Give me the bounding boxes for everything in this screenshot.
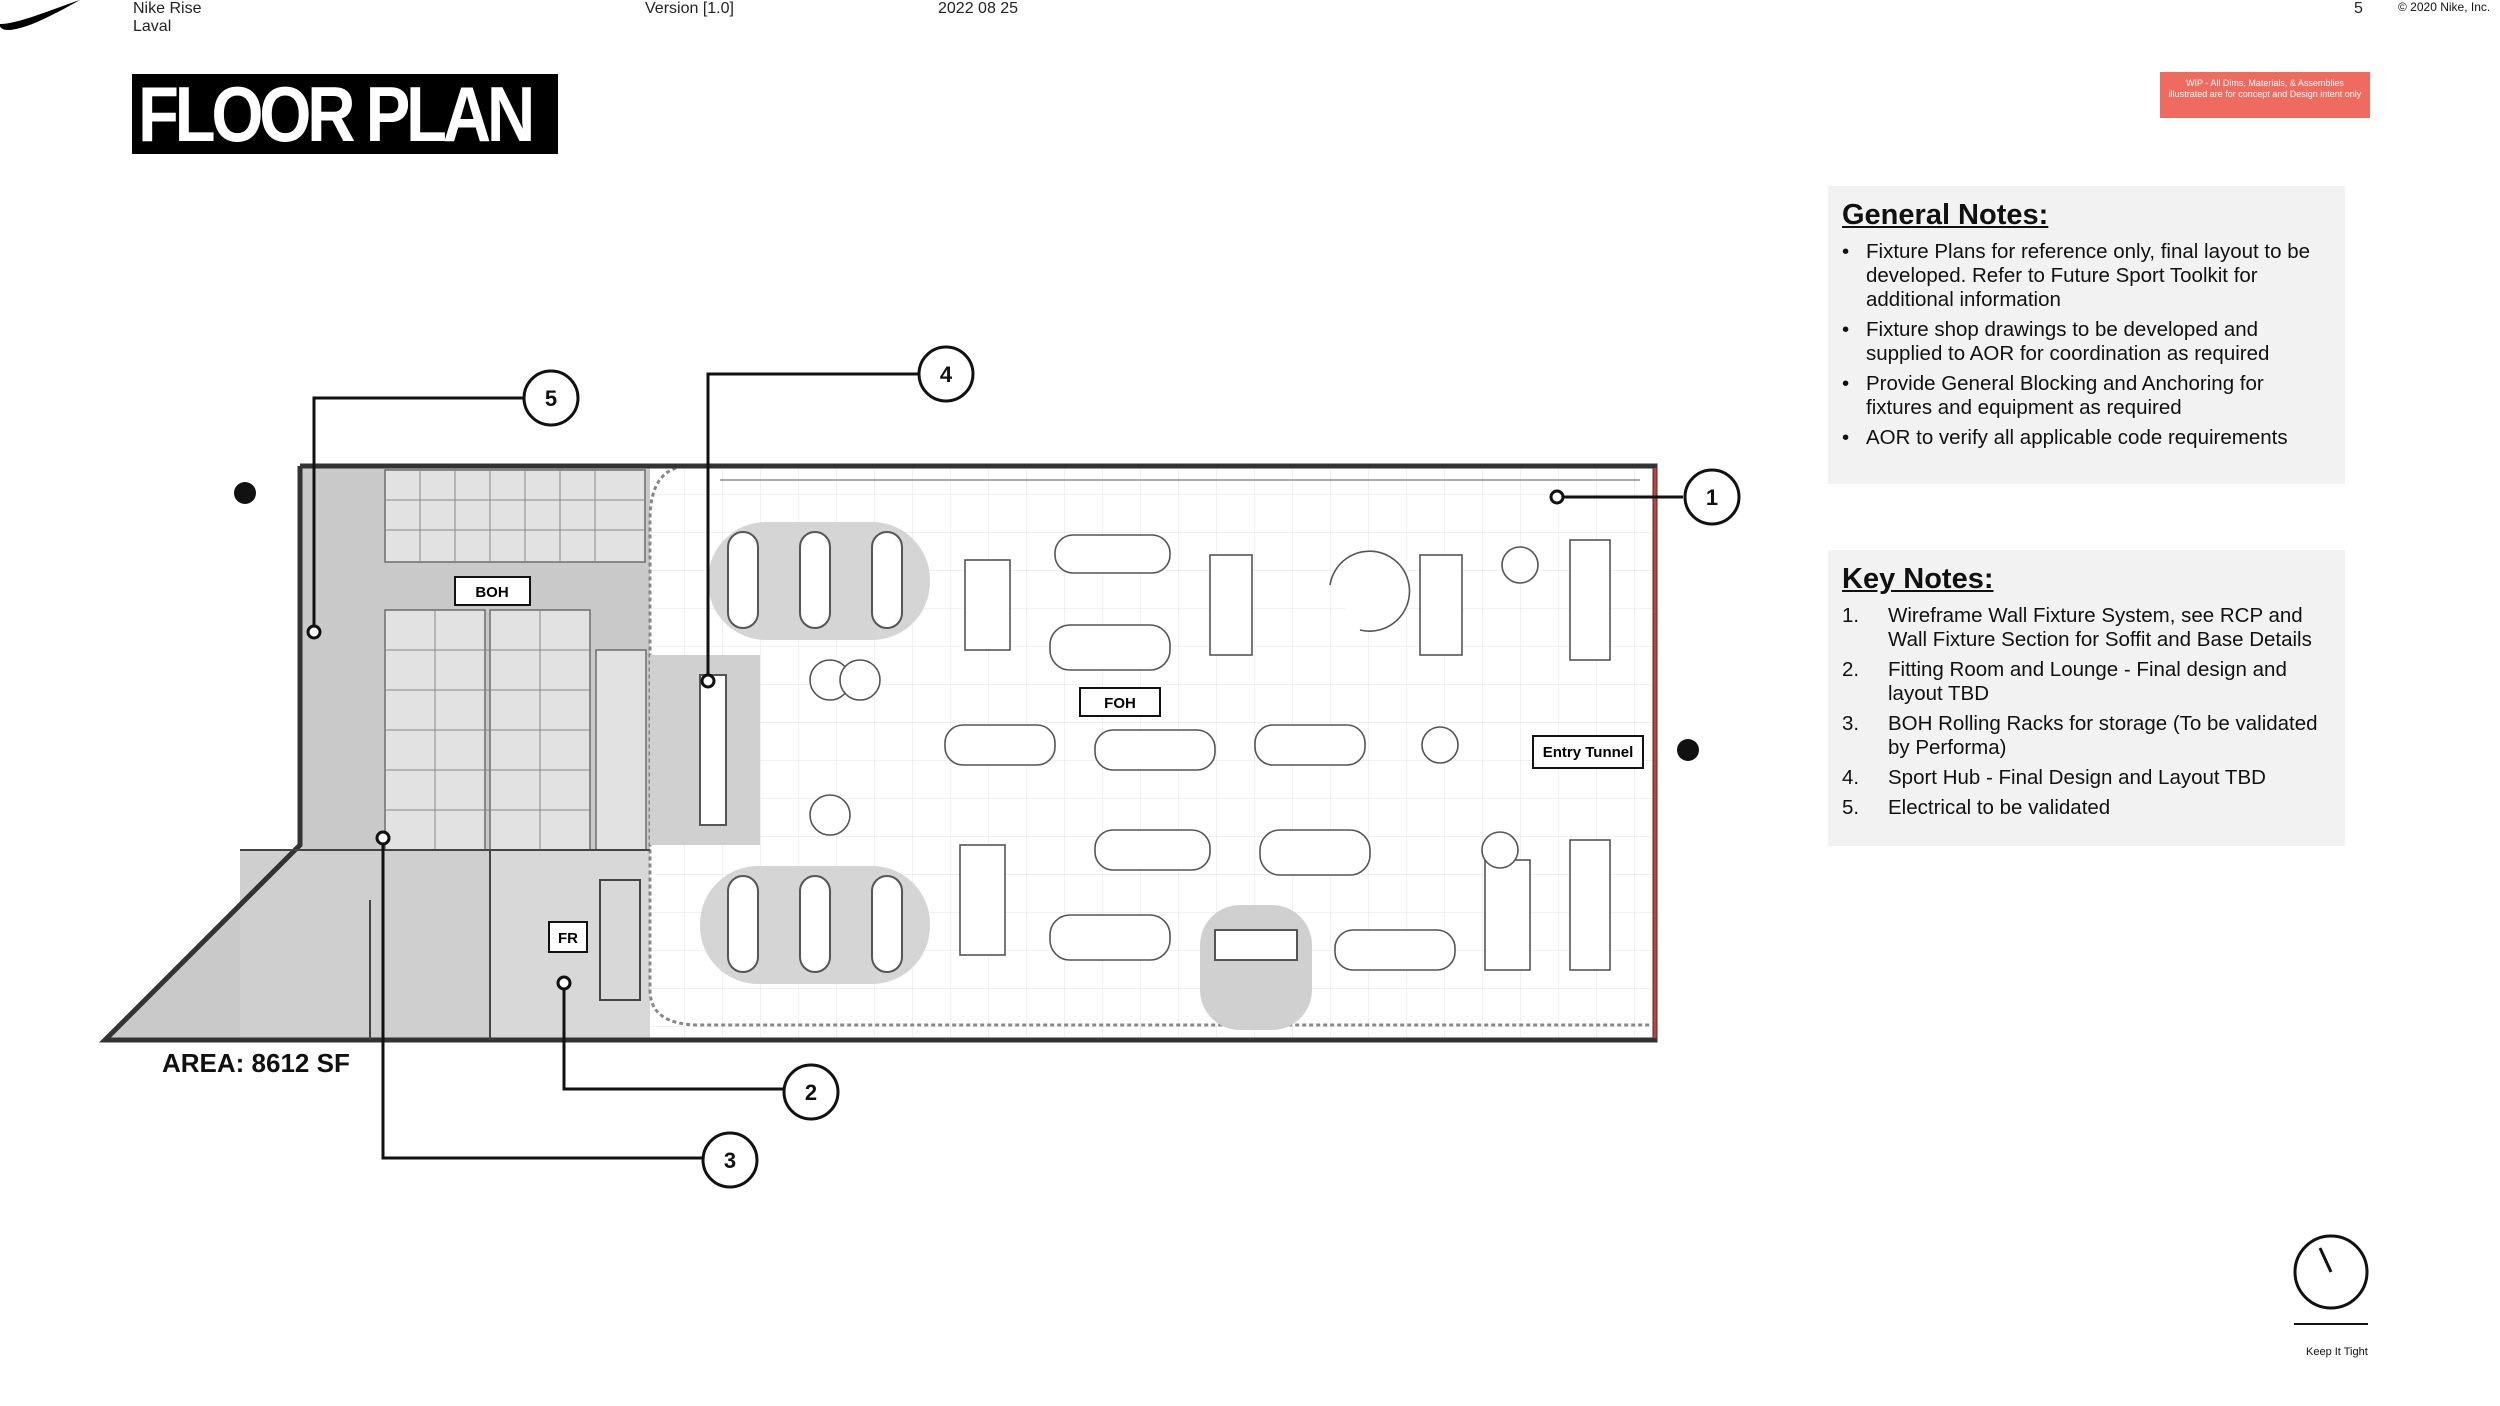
project-name: Nike Rise Laval: [133, 0, 201, 36]
room-boh-label: BOH: [475, 584, 508, 601]
wip-note: WIP - All Dims, Materials, & Assemblies …: [2160, 72, 2370, 118]
project-line1: Nike Rise: [133, 0, 202, 17]
page-title: FLOOR PLAN: [132, 74, 558, 154]
key-notes-panel: Key Notes: 1.Wireframe Wall Fixture Syst…: [1828, 550, 2345, 846]
general-notes-panel: General Notes: •Fixture Plans for refere…: [1828, 186, 2345, 484]
general-note-item: •AOR to verify all applicable code requi…: [1842, 426, 2288, 449]
floor-plan-drawing: BOH FOH FR Entry Tunnel 5 4 1 2 3: [98, 345, 1741, 1189]
version-label: Version [1.0]: [645, 0, 734, 17]
exit-marker-icon: [234, 482, 256, 504]
key-note-item: 5.Electrical to be validated: [1842, 796, 2111, 819]
footer-tagline: Keep It Tight: [2306, 1346, 2368, 1358]
key-notes-heading: Key Notes:: [1842, 563, 1994, 595]
callout-1-label: 1: [1706, 485, 1718, 510]
copyright: © 2020 Nike, Inc.: [2398, 0, 2491, 14]
key-note-item: 1.Wireframe Wall Fixture System, see RCP…: [1842, 604, 2312, 651]
callout-3-label: 3: [724, 1148, 736, 1173]
page-number: 5: [2354, 0, 2363, 17]
callout-5-label: 5: [545, 386, 557, 411]
callout-5: [522, 369, 580, 427]
exit-marker-icon: [1677, 739, 1699, 761]
general-note-item: •Fixture shop drawings to be developed a…: [1842, 318, 2270, 365]
room-foh-label: FOH: [1104, 695, 1136, 712]
key-note-item: 2.Fitting Room and Lounge - Final design…: [1842, 658, 2287, 705]
north-compass-icon: [2293, 1234, 2369, 1325]
general-note-item: •Fixture Plans for reference only, final…: [1842, 240, 2311, 311]
area-label: AREA: 8612 SF: [162, 1048, 350, 1078]
callout-1: [1683, 468, 1741, 526]
callout-4-label: 4: [940, 362, 953, 387]
callout-2-label: 2: [805, 1080, 817, 1105]
room-entry-label: Entry Tunnel: [1543, 744, 1634, 761]
callout-4: [917, 345, 975, 403]
swoosh-logo-icon: [0, 0, 80, 30]
project-line2: Laval: [133, 18, 172, 35]
general-notes-heading: General Notes:: [1842, 199, 2049, 231]
callout-3: [701, 1131, 759, 1189]
key-note-item: 3.BOH Rolling Racks for storage (To be v…: [1842, 712, 2318, 759]
room-fr-label: FR: [558, 930, 578, 947]
general-note-item: •Provide General Blocking and Anchoring …: [1842, 372, 2264, 419]
key-note-item: 4.Sport Hub - Final Design and Layout TB…: [1842, 766, 2266, 789]
date-label: 2022 08 25: [938, 0, 1019, 17]
callout-2: [782, 1063, 840, 1121]
